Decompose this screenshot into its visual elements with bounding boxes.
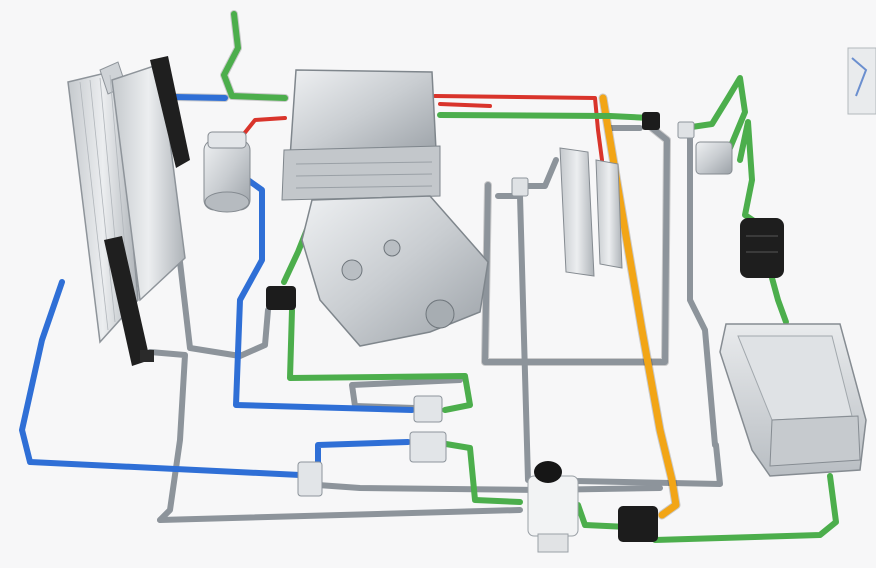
green-pipe-battery-in xyxy=(769,275,789,325)
pump-left xyxy=(266,286,296,310)
tank-cap xyxy=(534,461,562,483)
red-line-2 xyxy=(438,102,492,108)
gearbox-boss xyxy=(341,259,363,281)
inverter-body xyxy=(281,145,441,201)
chiller-connector xyxy=(511,177,529,197)
heater-body xyxy=(695,141,733,175)
tank-base xyxy=(537,533,569,553)
blue-pipe-compressor xyxy=(233,177,415,413)
condenser-fitting xyxy=(140,350,154,362)
expansion-tank xyxy=(527,461,579,553)
gray-line-1 xyxy=(482,125,670,365)
edge-box xyxy=(847,47,876,115)
compressor-head xyxy=(207,131,247,149)
valve-top-right xyxy=(642,112,695,139)
green-coolant-loop xyxy=(220,10,839,543)
blue-pipe-left xyxy=(19,279,303,478)
green-pipe-top-left xyxy=(221,11,288,101)
green-pipe-center xyxy=(443,441,523,505)
gray-line-8 xyxy=(349,377,463,411)
gray-line-5 xyxy=(147,349,188,523)
coolant-heater xyxy=(695,141,733,175)
battery-front-module xyxy=(769,415,861,467)
gearbox-boss-2 xyxy=(383,239,401,257)
green-pipe-right xyxy=(737,119,763,228)
valve-left-lower xyxy=(297,461,323,497)
valve-center-lower xyxy=(409,431,447,463)
compressor-endcap xyxy=(204,191,250,213)
gray-line-4 xyxy=(152,255,271,359)
green-pipe-bottom-right xyxy=(652,473,839,543)
gray-line-9 xyxy=(687,132,718,448)
battery-pack xyxy=(719,323,867,477)
coolant-pipes xyxy=(19,10,839,543)
condenser xyxy=(104,56,190,366)
gearbox-housing xyxy=(301,195,489,347)
green-pipe-bottom xyxy=(575,502,631,530)
motor-gearbox xyxy=(301,195,489,347)
blue-pipe-lower xyxy=(315,439,411,465)
red-line-3 xyxy=(241,116,287,137)
electric-compressor xyxy=(203,131,251,213)
tank-body xyxy=(527,475,579,537)
green-pipe-left-loop xyxy=(287,307,473,413)
gray-line-7 xyxy=(315,482,663,493)
blue-pipe-top xyxy=(172,94,228,101)
chiller xyxy=(740,218,784,278)
green-pipe-top xyxy=(437,112,653,121)
chiller-body xyxy=(740,218,784,278)
blue-coolant-loop xyxy=(19,93,415,478)
orange-line xyxy=(599,94,680,519)
condenser-tank-bottom xyxy=(104,236,150,366)
heat-exchanger xyxy=(559,147,623,277)
inverter-lid xyxy=(289,69,437,159)
green-pipe-top-right xyxy=(682,75,748,151)
valve-center-upper xyxy=(413,395,443,423)
inverter-ribs xyxy=(295,161,433,189)
heat-exchanger-core xyxy=(559,147,595,277)
pump-bottom xyxy=(618,506,658,542)
orange-refrigerant-line xyxy=(598,93,681,520)
gray-line-6 xyxy=(157,507,523,523)
condenser-tank-top xyxy=(150,56,190,168)
heat-exchanger-core-2 xyxy=(595,159,623,269)
gearbox-output xyxy=(425,299,455,329)
power-electronics xyxy=(281,69,441,201)
